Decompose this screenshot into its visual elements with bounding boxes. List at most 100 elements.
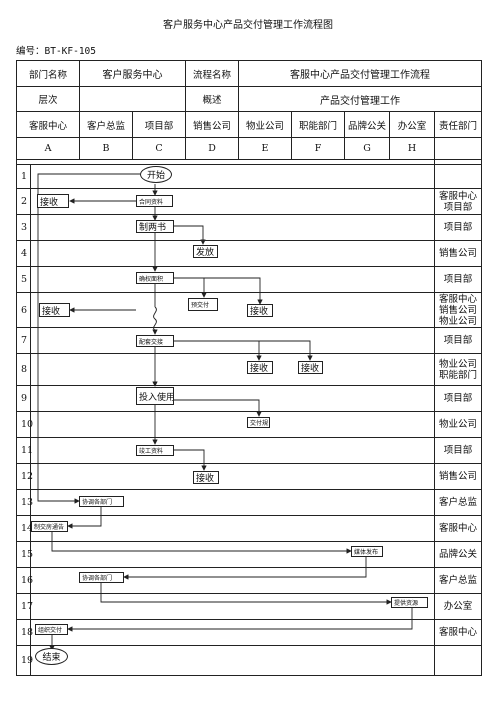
document-number: 编号：BT-KF-105 xyxy=(16,46,96,57)
responsible-department-line: 销售公司 xyxy=(438,304,477,316)
media-release-node: 媒体发布 xyxy=(351,546,383,557)
page-title: 客户服务中心产品交付管理工作流程图 xyxy=(163,20,333,31)
responsible-department-line: 职能部门 xyxy=(438,369,477,381)
responsible-department: 品牌公关 xyxy=(435,542,481,567)
row-number: 13 xyxy=(21,497,34,508)
column-header: 项目部 xyxy=(144,120,174,132)
responsible-department-line: 客服中心 xyxy=(438,523,477,534)
column-header: 物业公司 xyxy=(245,120,284,132)
row-number: 2 xyxy=(21,196,28,207)
responsible-department: 项目部 xyxy=(435,215,481,240)
receive-node: 接收 xyxy=(37,194,69,208)
responsible-department-line: 客服中心 xyxy=(438,190,477,202)
summary-value: 产品交付管理工作 xyxy=(320,95,400,107)
responsible-department-line: 项目部 xyxy=(443,445,473,456)
column-header: 销售公司 xyxy=(192,120,231,132)
column-letter: F xyxy=(314,143,322,154)
responsible-department-line: 品牌公关 xyxy=(438,549,477,560)
responsible-department-line: 客服中心 xyxy=(438,627,477,638)
responsible-department-line: 项目部 xyxy=(443,274,473,285)
coordinate-departments-node: 协调各部门 xyxy=(79,572,124,583)
row-number: 8 xyxy=(21,364,28,375)
responsible-department: 客服中心项目部 xyxy=(435,189,481,214)
row-number: 15 xyxy=(21,549,34,560)
provide-resources-node: 提供资源 xyxy=(391,597,428,608)
row-number: 14 xyxy=(21,523,34,534)
row-number: 16 xyxy=(21,575,34,586)
responsible-department-line: 项目部 xyxy=(443,222,473,233)
responsible-department: 客户总监 xyxy=(435,568,481,593)
receive-node: 接收 xyxy=(39,303,70,317)
dept-label: 部门名称 xyxy=(28,69,67,81)
delivery-plan-node: 交付規 xyxy=(247,417,270,428)
column-header: 职能部门 xyxy=(298,120,337,132)
responsible-department-line: 物业公司 xyxy=(438,315,477,327)
level-label: 层次 xyxy=(38,95,58,106)
row-number: 18 xyxy=(21,627,34,638)
responsible-department-line: 客户总监 xyxy=(438,575,477,586)
responsible-department-line: 项目部 xyxy=(443,393,473,404)
row-number: 4 xyxy=(21,248,28,259)
coordinate-departments-node: 协调各部门 xyxy=(79,496,124,507)
issue-node: 发放 xyxy=(193,245,218,258)
row-number: 3 xyxy=(21,222,28,233)
row-number: 11 xyxy=(21,445,34,456)
row-number: 19 xyxy=(21,655,34,666)
responsible-department-line: 销售公司 xyxy=(438,471,477,482)
row-number: 17 xyxy=(21,601,34,612)
receive-node: 接收 xyxy=(193,471,219,484)
responsible-department: 客服中心 xyxy=(435,620,481,645)
kit-handover-node: 配套交接 xyxy=(136,335,174,347)
column-header: 办公室 xyxy=(397,120,427,132)
make-two-docs-node: 制两书 xyxy=(136,220,174,233)
responsible-department-line: 项目部 xyxy=(443,335,473,346)
responsible-department xyxy=(435,165,481,188)
end-node: 结束 xyxy=(35,648,68,665)
receive-node: 接收 xyxy=(298,361,323,374)
responsible-department: 客服中心销售公司物业公司 xyxy=(435,293,481,327)
responsible-department: 客服中心 xyxy=(435,516,481,541)
column-header: 品牌公关 xyxy=(347,120,386,132)
responsible-department: 项目部 xyxy=(435,386,481,411)
flow-label: 流程名称 xyxy=(192,69,231,81)
verify-area-node: 确权面积 xyxy=(136,272,174,284)
column-header: 责任部门 xyxy=(438,120,477,132)
level-value xyxy=(80,87,185,111)
responsible-department-line: 客服中心 xyxy=(438,293,477,305)
row-number: 12 xyxy=(21,471,34,482)
row-number: 9 xyxy=(21,393,28,404)
handover-notice-node: 制交房通告 xyxy=(31,521,68,532)
responsible-department xyxy=(435,646,481,675)
responsible-department: 项目部 xyxy=(435,328,481,353)
column-letter: B xyxy=(102,143,110,154)
row-number: 10 xyxy=(21,419,34,430)
responsible-department-line: 项目部 xyxy=(443,201,473,213)
responsible-department-line: 销售公司 xyxy=(438,248,477,259)
responsible-department-line: 客户总监 xyxy=(438,497,477,508)
responsible-department: 办公室 xyxy=(435,594,481,619)
responsible-department: 项目部 xyxy=(435,438,481,463)
column-letter: A xyxy=(44,143,52,154)
row-number: 1 xyxy=(21,171,28,182)
responsible-department: 客户总监 xyxy=(435,490,481,515)
responsible-department: 销售公司 xyxy=(435,241,481,266)
row-number: 7 xyxy=(21,335,28,346)
column-header: 客户总监 xyxy=(86,120,125,132)
column-letter: H xyxy=(407,143,417,154)
responsible-department-line: 物业公司 xyxy=(438,419,477,430)
organize-delivery-node: 组织交付 xyxy=(35,624,68,635)
column-letter: C xyxy=(155,143,163,154)
receive-node: 接收 xyxy=(247,361,273,374)
contract-materials-node: 合同资料 xyxy=(136,195,173,207)
pre-handover-node: 预交付 xyxy=(188,298,218,311)
column-header: 客服中心 xyxy=(28,120,67,132)
completion-docs-node: 竣工资料 xyxy=(136,445,174,456)
dept-value: 客户服务中心 xyxy=(102,70,163,81)
row-number: 6 xyxy=(21,304,28,316)
receive-node: 接收 xyxy=(247,304,273,317)
responsible-department-line: 办公室 xyxy=(443,601,473,612)
put-in-use-node: 投入使用 xyxy=(136,387,174,405)
responsible-department: 项目部 xyxy=(435,267,481,292)
column-letter: G xyxy=(363,143,371,154)
